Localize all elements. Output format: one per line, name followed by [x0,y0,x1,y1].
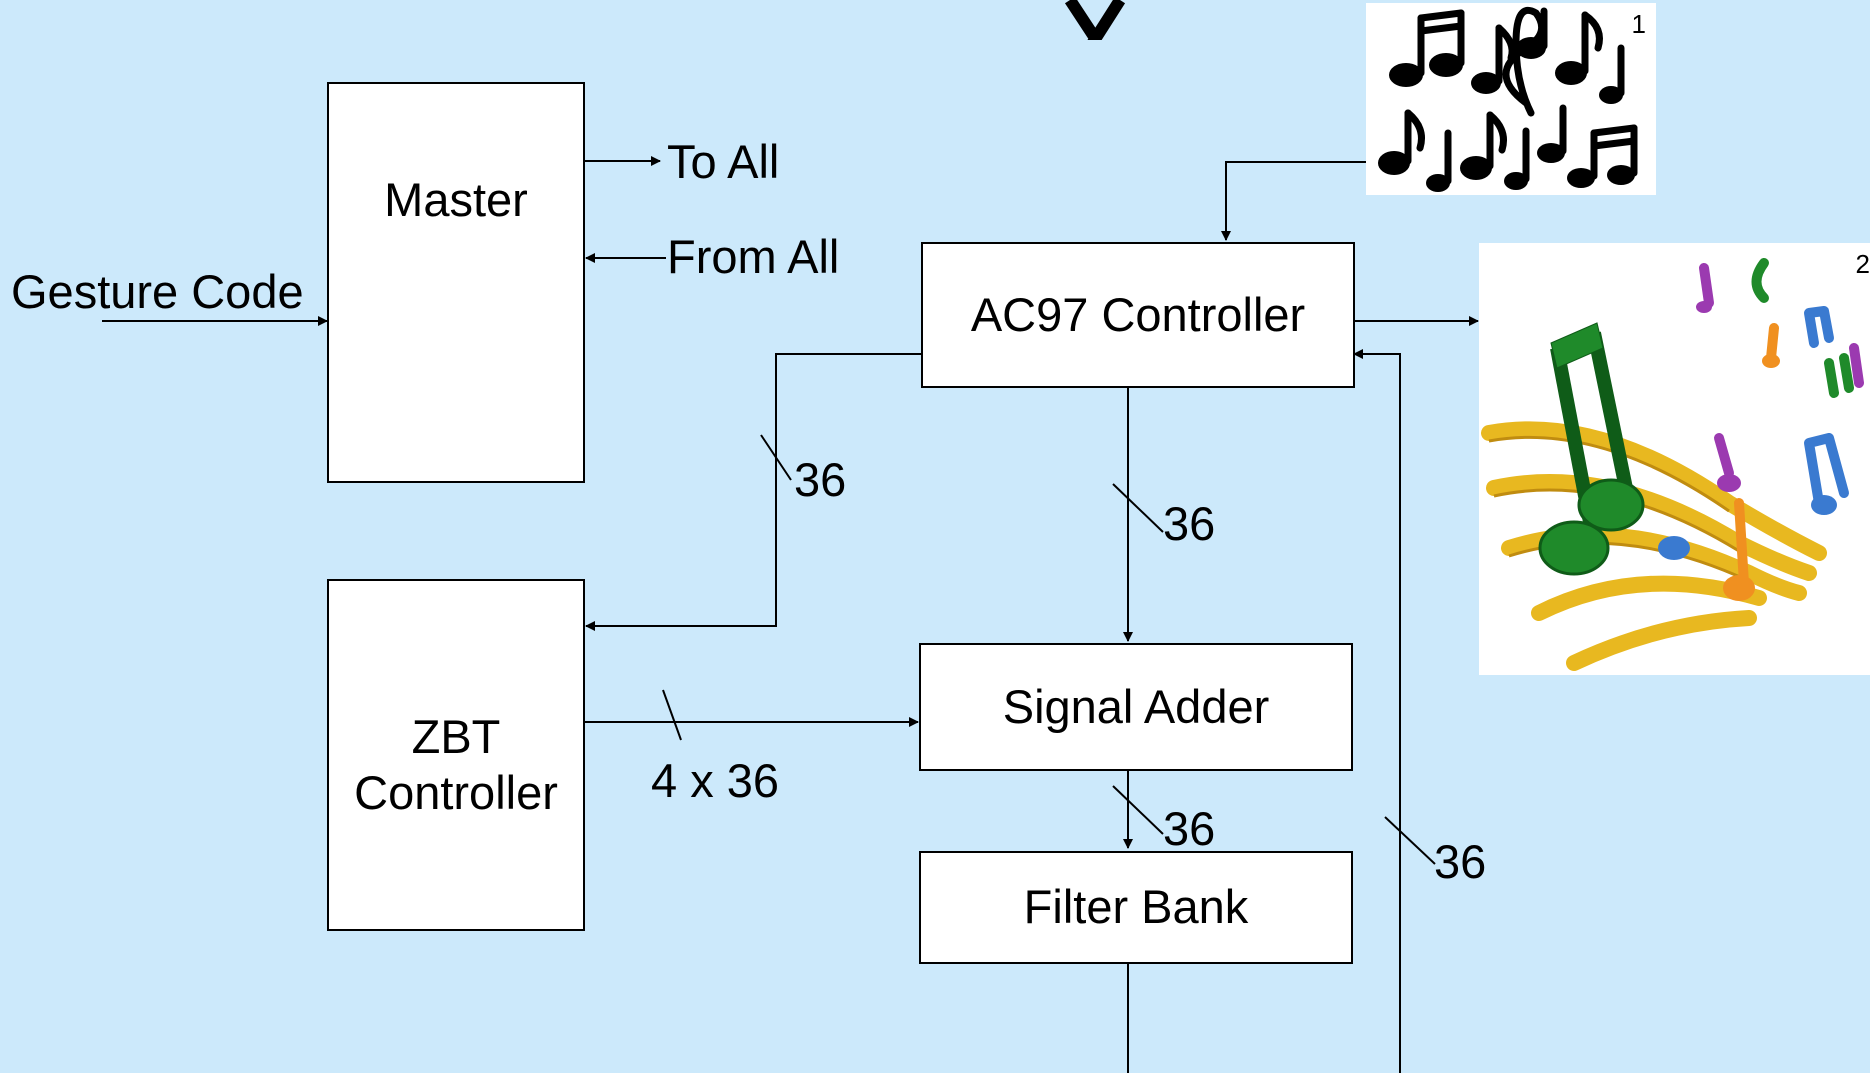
master-label: Master [384,173,528,227]
signal-adder-block: Signal Adder [919,643,1353,771]
bus-width-ac97-adder: 36 [1163,497,1216,550]
filter-bank-block: Filter Bank [919,851,1353,964]
ac97-label: AC97 Controller [970,287,1306,341]
bus-width-ac97-zbt: 36 [794,453,847,506]
bus-tick-ac97-zbt [760,434,792,481]
ac97-controller-block: AC97 Controller [921,242,1355,388]
filter-bank-label: Filter Bank [1023,880,1249,934]
colorful-notes-icon [1481,258,1864,671]
bus-tick-zbt-adder [662,689,682,741]
image-tag-2: 2 [1855,249,1870,279]
bus-tick-adder-filter [1112,785,1164,835]
gesture-code-label: Gesture Code [11,265,304,318]
master-block: Master [327,82,585,483]
from-all-label: From All [667,230,840,283]
zbt-label-line1: ZBT [411,709,501,763]
ac97-to-zbt-wire [585,353,921,631]
to-all-label: To All [667,135,780,188]
music-notes-image: 1 [1366,3,1656,195]
bus-width-feedback: 36 [1434,835,1487,888]
bus-tick-ac97-adder [1112,483,1164,533]
image-tag-1: 1 [1631,9,1646,39]
title-fragment [1064,0,1126,40]
feedback-wire [1353,349,1401,1073]
signal-adder-label: Signal Adder [1002,679,1270,733]
music-notes-icon [1378,6,1638,192]
zbt-label-line2: Controller [354,766,558,819]
zbt-controller-block: ZBT Controller [327,579,585,931]
bus-width-zbt-adder: 4 x 36 [651,754,780,807]
colorful-notes-image: 2 [1479,243,1870,675]
bus-width-adder-filter: 36 [1163,802,1216,855]
notes-input-wire [1221,161,1366,241]
bus-tick-feedback [1384,816,1436,865]
